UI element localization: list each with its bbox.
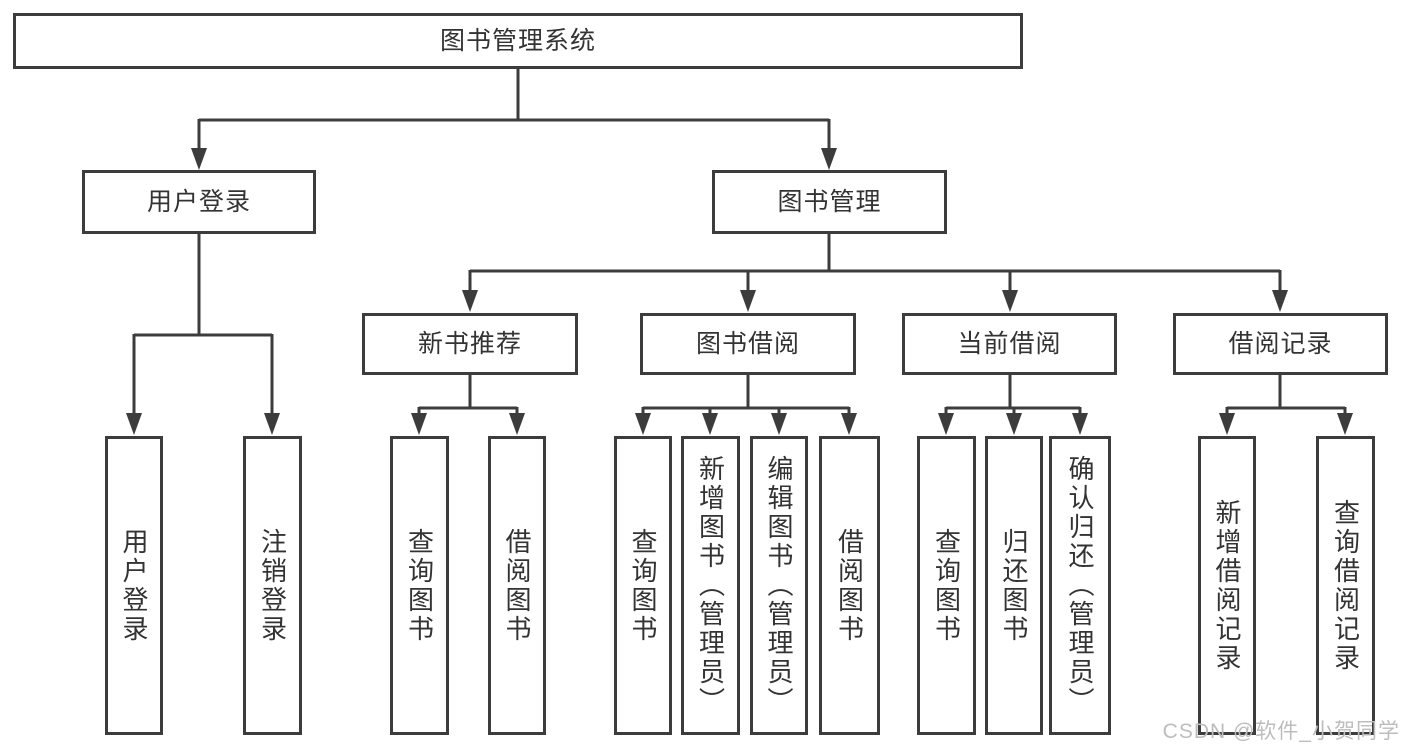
node-borrowing-records: 借阅记录 (1173, 313, 1388, 375)
node-nbr-borrow-books: 借阅图书 (488, 436, 546, 735)
node-bb-query-books: 查询图书 (614, 436, 672, 735)
node-br-query-record: 查询借阅记录 (1316, 436, 1375, 735)
node-cb-return-books: 归还图书 (985, 436, 1043, 735)
node-cb-query-books: 查询图书 (917, 436, 976, 735)
node-nbr-query-books: 查询图书 (390, 436, 449, 735)
csdn-watermark: CSDN @软件_小贺同学 (1162, 720, 1400, 743)
node-current-borrowing: 当前借阅 (902, 313, 1117, 375)
node-user-login: 用户登录 (82, 170, 316, 234)
node-logout-leaf: 注销登录 (243, 436, 302, 735)
node-user-login-leaf: 用户登录 (105, 436, 163, 735)
node-book-borrowing: 图书借阅 (640, 313, 856, 375)
node-new-book-recommend: 新书推荐 (362, 313, 578, 375)
node-library-system: 图书管理系统 (13, 13, 1023, 69)
node-book-management: 图书管理 (712, 170, 947, 234)
node-cb-confirm-return-admin: 确认归还（管理员） (1049, 436, 1111, 735)
node-bb-edit-books-admin: 编辑图书（管理员） (750, 436, 808, 735)
node-br-add-record: 新增借阅记录 (1198, 436, 1256, 735)
node-bb-borrow-books: 借阅图书 (819, 436, 880, 735)
node-bb-add-books-admin: 新增图书（管理员） (681, 436, 740, 735)
